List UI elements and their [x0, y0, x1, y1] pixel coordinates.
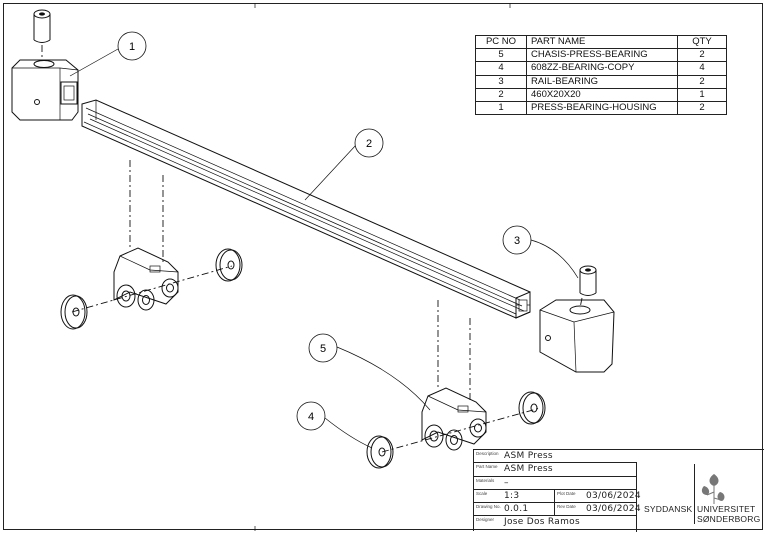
bearing-608zz	[215, 248, 243, 282]
balloon-label: 2	[366, 138, 372, 150]
bom-row: 1 PRESS-BEARING-HOUSING 2	[475, 100, 727, 116]
scale-value: 1:3	[504, 491, 520, 501]
label-description: Description	[476, 451, 499, 456]
bom-part-name: CHASIS-PRESS-BEARING	[526, 48, 678, 63]
label-rev-date: Rev Date	[557, 504, 576, 509]
bearing-carriage-left	[60, 160, 243, 330]
press-bearing-housing-right	[539, 265, 615, 373]
university-name-right: UNIVERSITET	[697, 504, 756, 514]
label-scale: Scale	[476, 491, 488, 496]
balloon-3: 3	[502, 225, 532, 255]
balloon-label: 3	[514, 235, 520, 247]
balloon-5: 5	[308, 333, 338, 363]
bom-qty: 2	[677, 100, 727, 116]
drawing-no-value: 0.0.1	[504, 504, 529, 514]
bom-header-row: PC NO PART NAME QTY	[475, 34, 727, 50]
label-materials: Materials	[476, 478, 495, 483]
bom-row: 2 460X20X20 1	[475, 87, 727, 102]
bom-pc-no: 2	[475, 87, 527, 102]
leader-line-2	[304, 144, 357, 201]
bearing-608zz	[518, 391, 546, 425]
university-name-left: SYDDANSK	[644, 504, 693, 514]
bom-header-part-name: PART NAME	[526, 34, 678, 50]
bom-pc-no: 4	[475, 61, 527, 76]
balloon-1: 1	[117, 31, 147, 61]
materials-value: –	[504, 478, 509, 488]
leader-line-4	[324, 417, 373, 449]
title-block: Description ASM Press Part Name ASM Pres…	[473, 449, 764, 532]
leader-line-1	[69, 48, 119, 77]
bearing-608zz	[60, 294, 88, 330]
description-value: ASM Press	[504, 451, 553, 461]
bom-qty: 2	[677, 48, 727, 63]
bom-header-qty: QTY	[677, 34, 727, 50]
drawing-frame	[3, 3, 763, 530]
bom-row: 3 RAIL-BEARING 2	[475, 74, 727, 89]
press-bearing-housing-left	[11, 9, 79, 121]
university-campus: SØNDERBORG	[697, 514, 761, 524]
label-part-name: Part Name	[476, 464, 498, 469]
bom-part-name: 460X20X20	[526, 87, 678, 102]
leader-line-5	[336, 346, 431, 411]
bill-of-materials: PC NO PART NAME QTY 5 CHASIS-PRESS-BEARI…	[475, 34, 727, 116]
spacer-tube-left	[33, 9, 51, 60]
university-logo-icon	[701, 474, 725, 504]
rev-date-value: 03/06/2024	[586, 504, 641, 514]
bom-qty: 1	[677, 87, 727, 102]
balloon-label: 5	[320, 343, 326, 355]
bom-part-name: RAIL-BEARING	[526, 74, 678, 89]
bom-header-pc-no: PC NO	[475, 34, 527, 50]
bom-pc-no: 1	[475, 100, 527, 116]
balloon-label: 4	[308, 411, 314, 423]
bom-row: 4 608ZZ-BEARING-COPY 4	[475, 61, 727, 76]
balloon-label: 1	[129, 41, 135, 53]
label-drawing-no: Drawing No.	[476, 504, 501, 509]
bom-pc-no: 3	[475, 74, 527, 89]
designer-value: Jose Dos Ramos	[504, 517, 580, 527]
label-designer: Designer	[476, 517, 495, 522]
bom-qty: 4	[677, 61, 727, 76]
bom-pc-no: 5	[475, 48, 527, 63]
plot-date-value: 03/06/2024	[586, 491, 641, 501]
bom-part-name: 608ZZ-BEARING-COPY	[526, 61, 678, 76]
bom-part-name: PRESS-BEARING-HOUSING	[526, 100, 678, 116]
bearing-carriage-right	[366, 300, 546, 469]
part-name-value: ASM Press	[504, 464, 553, 474]
balloon-4: 4	[296, 401, 326, 431]
bom-qty: 2	[677, 74, 727, 89]
spacer-tube-right	[579, 265, 597, 309]
balloon-2: 2	[354, 128, 384, 158]
bom-row: 5 CHASIS-PRESS-BEARING 2	[475, 48, 727, 63]
label-plot-date: Plot Date	[557, 491, 576, 496]
leader-line-3	[530, 239, 579, 279]
aluminium-rail-profile	[81, 99, 531, 319]
bearing-608zz	[366, 435, 394, 469]
